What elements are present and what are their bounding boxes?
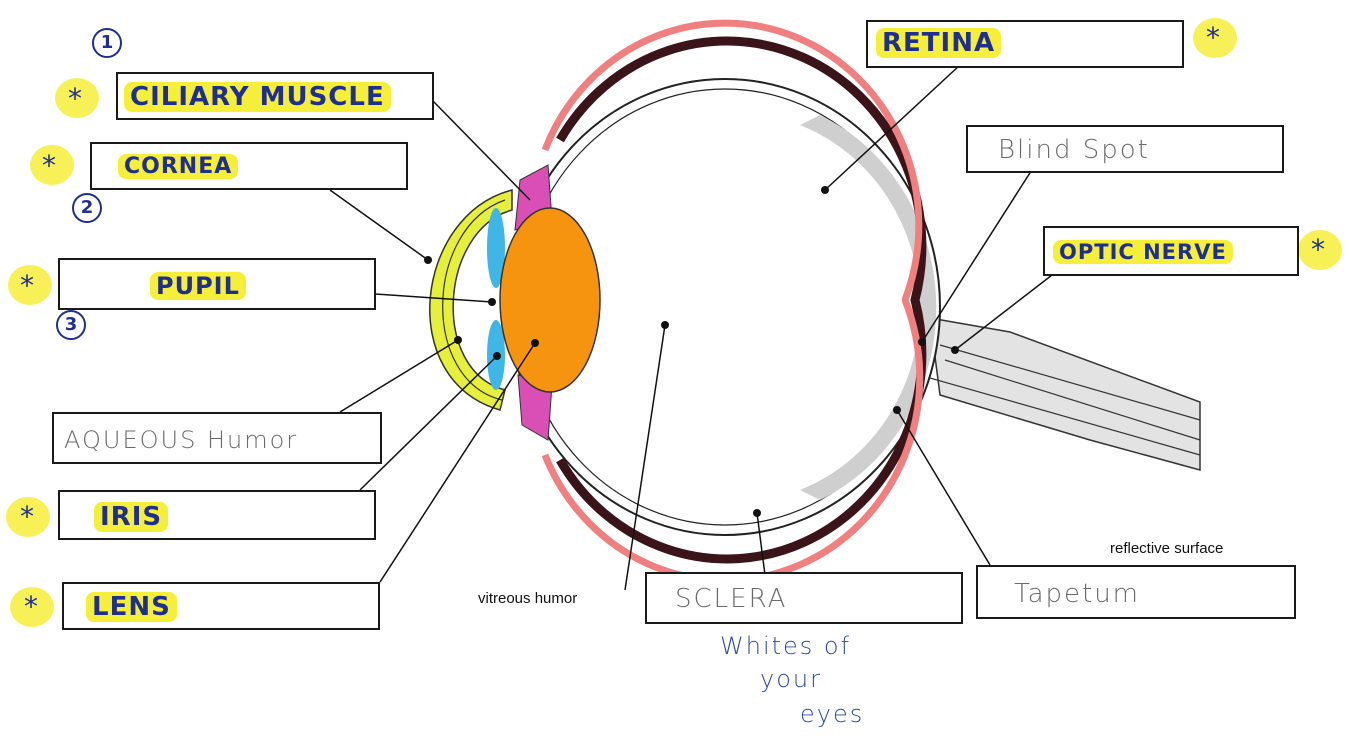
star-mark: * xyxy=(68,85,82,113)
star-mark: * xyxy=(1206,24,1220,52)
pointer-dot xyxy=(918,338,926,346)
sclera-note-line-2: your xyxy=(760,665,822,693)
label-box-pupil: PUPIL xyxy=(58,258,376,310)
number-3: 3 xyxy=(56,310,86,340)
leader-ciliary xyxy=(432,100,530,200)
star-mark: * xyxy=(20,272,34,300)
lens-shape xyxy=(500,208,600,392)
label-optic-nerve: OPTIC NERVE xyxy=(1053,240,1233,264)
label-box-cornea: CORNEA xyxy=(90,142,408,190)
leader-tapetum xyxy=(897,410,990,565)
label-ciliary-muscle: CILIARY MUSCLE xyxy=(124,82,391,112)
star-mark: * xyxy=(42,152,56,180)
leader-cornea xyxy=(330,190,428,260)
label-tapetum: Tapetum xyxy=(1014,579,1140,609)
label-retina: RETINA xyxy=(876,28,1001,58)
vitreous-humor-label: vitreous humor xyxy=(478,590,577,607)
star-mark: * xyxy=(20,503,34,531)
label-box-ciliary-muscle: CILIARY MUSCLE xyxy=(116,72,434,120)
label-pupil: PUPIL xyxy=(150,272,246,300)
label-blind-spot: Blind Spot xyxy=(998,135,1150,165)
label-box-optic-nerve: OPTIC NERVE xyxy=(1043,226,1299,276)
pointer-dot xyxy=(531,339,539,347)
optic-nerve-shape xyxy=(930,318,1200,470)
pointer-dot xyxy=(424,256,432,264)
pointer-dot xyxy=(661,321,669,329)
pointer-dot xyxy=(753,509,761,517)
label-cornea: CORNEA xyxy=(118,154,238,179)
label-box-retina: RETINA xyxy=(866,20,1184,68)
label-box-tapetum: Tapetum xyxy=(976,565,1296,619)
label-lens: LENS xyxy=(86,592,177,622)
label-aqueous-humor: AQUEOUS Humor xyxy=(64,426,298,454)
number-1: 1 xyxy=(92,28,122,58)
pointer-dot xyxy=(893,406,901,414)
label-box-blind-spot: Blind Spot xyxy=(966,125,1284,173)
label-box-lens: LENS xyxy=(62,582,380,630)
pointer-dot xyxy=(488,298,496,306)
reflective-surface-label: reflective surface xyxy=(1110,540,1223,557)
label-iris: IRIS xyxy=(94,502,168,532)
pointer-dot xyxy=(493,352,501,360)
number-2: 2 xyxy=(72,193,102,223)
label-box-iris: IRIS xyxy=(58,490,376,540)
label-box-sclera: SCLERA xyxy=(645,572,963,624)
star-mark: * xyxy=(1311,236,1325,264)
pointer-dot xyxy=(454,336,462,344)
leader-blind-spot xyxy=(922,165,1035,342)
star-mark: * xyxy=(24,593,38,621)
leader-aqueous xyxy=(340,340,458,412)
label-sclera: SCLERA xyxy=(675,584,787,614)
pointer-dot xyxy=(821,186,829,194)
sclera-note-line-3: eyes xyxy=(800,700,864,728)
label-box-aqueous-humor: AQUEOUS Humor xyxy=(52,412,382,464)
pointer-dot xyxy=(951,346,959,354)
sclera-note-line-1: Whites of xyxy=(720,632,851,660)
